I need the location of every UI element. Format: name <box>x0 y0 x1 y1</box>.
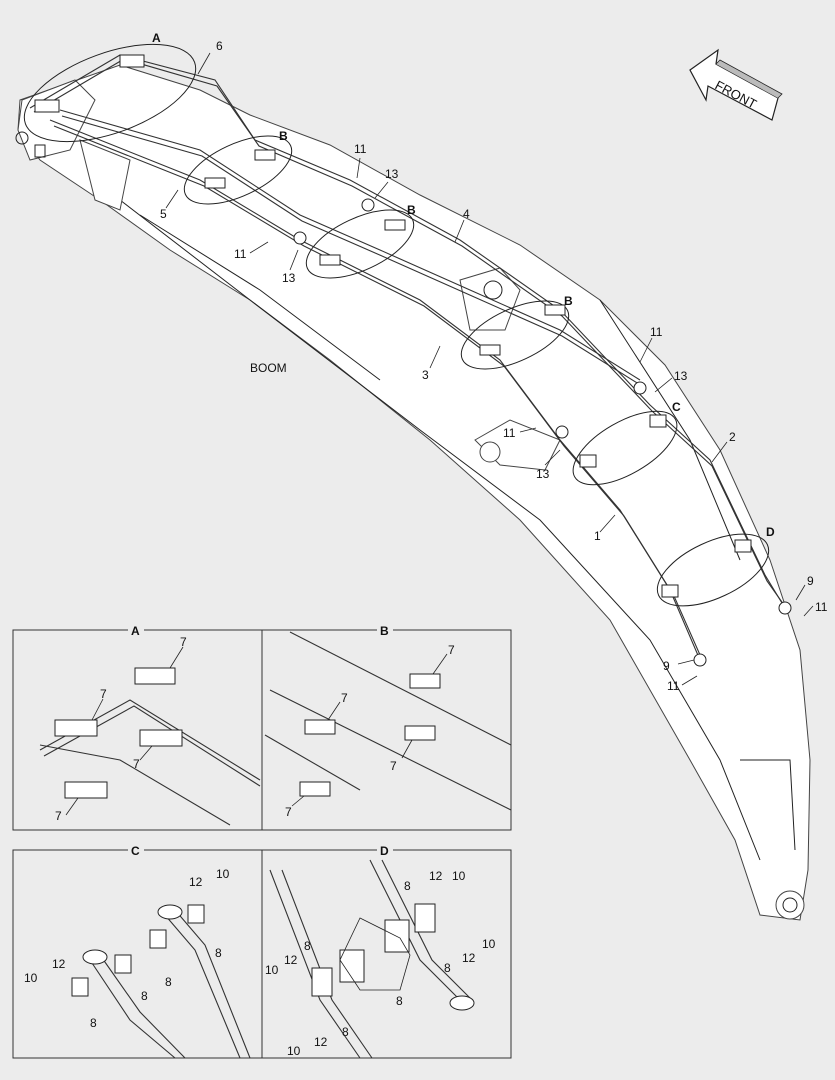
leader-lines <box>165 52 814 686</box>
callout-2: 2 <box>729 430 736 444</box>
detail-a-label-2: 7 <box>100 687 107 701</box>
detail-panel-c: C 10 12 8 8 8 12 10 8 <box>12 844 263 1059</box>
detail-c-label-10a: 10 <box>24 971 38 985</box>
detail-c-label-12a: 12 <box>52 957 66 971</box>
detail-b-label-2: 7 <box>341 691 348 705</box>
detail-b-label-3: 7 <box>390 759 397 773</box>
main-callouts: A 6 B 5 11 13 B 4 11 13 3 B 11 13 C 2 11… <box>152 31 828 693</box>
detail-c-label-10b: 10 <box>216 867 230 881</box>
detail-d-label-8b: 8 <box>342 1025 349 1039</box>
callout-13b: 13 <box>282 271 296 285</box>
detail-c-label-8d: 8 <box>215 946 222 960</box>
callout-4: 4 <box>463 207 470 221</box>
detail-c-label-8a: 8 <box>90 1016 97 1030</box>
detail-panel-a: A 7 7 7 7 <box>12 624 263 831</box>
detail-a-label-4: 7 <box>55 809 62 823</box>
callout-b3: B <box>564 294 573 308</box>
detail-d-label-12a: 12 <box>284 953 298 967</box>
boom-label: BOOM <box>250 361 287 375</box>
callout-9a: 9 <box>807 574 814 588</box>
detail-b-title: B <box>380 624 389 638</box>
front-arrow-icon: FRONT <box>689 48 783 121</box>
callout-11a: 11 <box>354 142 367 156</box>
detail-circles <box>23 43 770 607</box>
callout-11b: 11 <box>234 247 247 261</box>
detail-d-label-12c: 12 <box>429 869 443 883</box>
callout-13a: 13 <box>385 167 399 181</box>
callout-5: 5 <box>160 207 167 221</box>
detail-d-label-10b: 10 <box>287 1044 301 1058</box>
main-clamps <box>34 54 792 667</box>
detail-d-label-12b: 12 <box>314 1035 328 1049</box>
detail-d-label-8e: 8 <box>444 961 451 975</box>
callout-11d: 11 <box>503 426 516 440</box>
detail-d-label-12d: 12 <box>462 951 476 965</box>
callout-11c: 11 <box>650 325 663 339</box>
callout-b1: B <box>279 129 288 143</box>
detail-b-label-4: 7 <box>285 805 292 819</box>
callout-c: C <box>672 400 681 414</box>
detail-a-label-3: 7 <box>133 757 140 771</box>
detail-d-label-10c: 10 <box>452 869 466 883</box>
detail-a-label-1: 7 <box>180 635 187 649</box>
callout-11f: 11 <box>667 679 680 693</box>
detail-d-title: D <box>380 844 389 858</box>
callout-13c: 13 <box>674 369 688 383</box>
detail-panel-d: D 8 12 10 10 12 8 8 12 10 8 8 10 12 <box>261 844 512 1059</box>
callout-11e: 11 <box>815 600 828 614</box>
detail-panel-b: B 7 7 7 7 <box>261 624 512 831</box>
callout-3: 3 <box>422 368 429 382</box>
detail-a-title: A <box>131 624 140 638</box>
callout-d: D <box>766 525 775 539</box>
callout-9b: 9 <box>663 659 670 673</box>
callout-a: A <box>152 31 161 45</box>
callout-6: 6 <box>216 39 223 53</box>
detail-c-title: C <box>131 844 140 858</box>
detail-d-label-8d: 8 <box>404 879 411 893</box>
detail-c-label-12b: 12 <box>189 875 203 889</box>
callout-b2: B <box>407 203 416 217</box>
detail-d-label-8a: 8 <box>304 939 311 953</box>
callout-13d: 13 <box>536 467 550 481</box>
detail-c-label-8b: 8 <box>141 989 148 1003</box>
detail-d-label-8c: 8 <box>396 994 403 1008</box>
detail-b-label-1: 7 <box>448 643 455 657</box>
callout-1: 1 <box>594 529 601 543</box>
detail-d-label-10a: 10 <box>265 963 279 977</box>
detail-c-label-8c: 8 <box>165 975 172 989</box>
detail-d-label-10d: 10 <box>482 937 496 951</box>
